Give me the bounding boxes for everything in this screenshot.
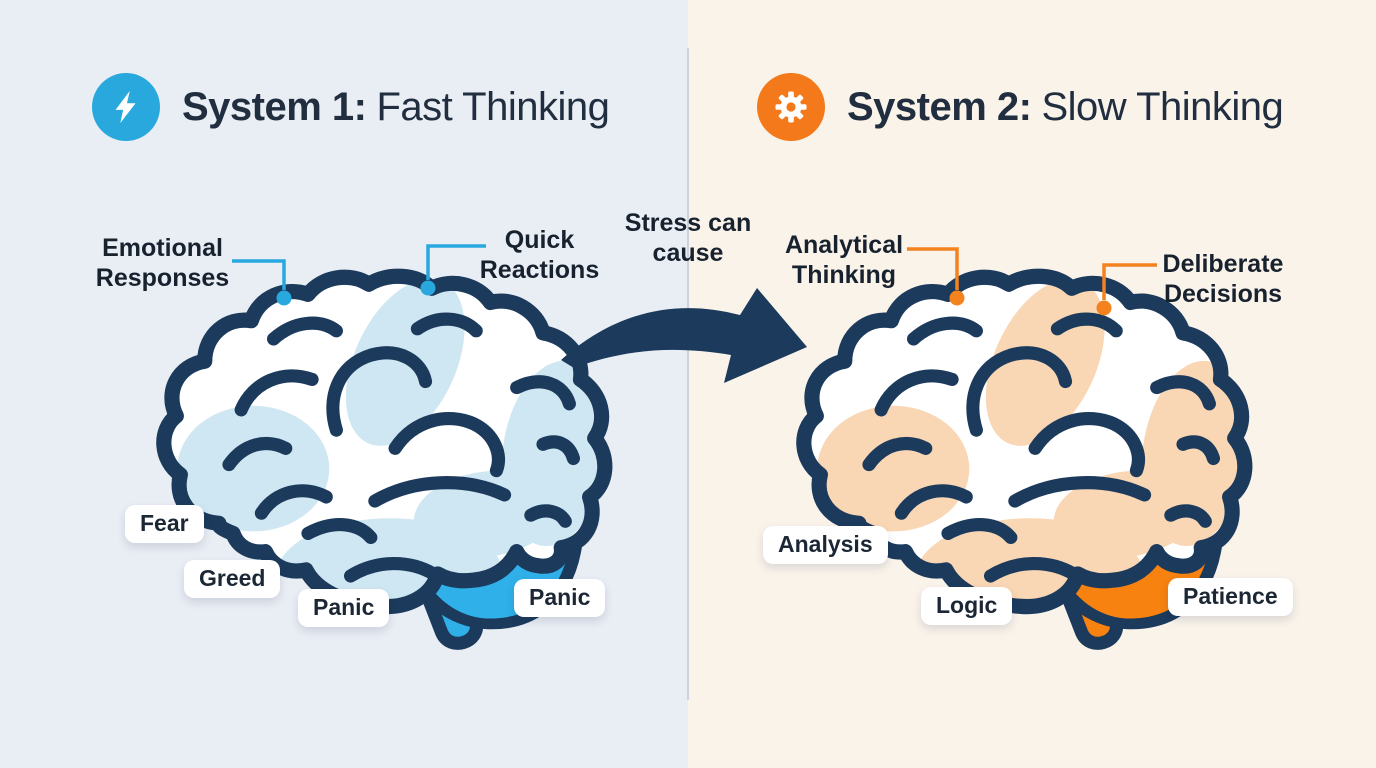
system1-title-text: Fast Thinking — [376, 84, 610, 129]
tag-greed: Greed — [184, 560, 281, 598]
quick-reactions-label: Quick Reactions — [457, 225, 622, 285]
label-line: Analytical — [784, 231, 904, 259]
label-line: Thinking — [791, 261, 897, 289]
tag-panic-right: Panic — [514, 579, 606, 617]
label-line: Quick — [504, 226, 575, 254]
system2-title-text: Slow Thinking — [1041, 84, 1284, 129]
label-line: Stress can — [624, 209, 752, 237]
panel-divider — [687, 48, 689, 700]
system2-title: System 2:Slow Thinking — [847, 84, 1284, 130]
tag-panic-left: Panic — [298, 589, 390, 627]
lightning-icon — [92, 73, 160, 141]
system2-header: System 2:Slow Thinking — [757, 73, 1284, 141]
label-line: cause — [652, 239, 724, 267]
system1-title: System 1:Fast Thinking — [182, 84, 610, 130]
stress-can-cause-label: Stress can cause — [597, 208, 779, 268]
system1-title-prefix: System 1: — [182, 84, 367, 129]
system2-title-prefix: System 2: — [847, 84, 1032, 129]
deliberate-decisions-label: Deliberate Decisions — [1128, 249, 1318, 309]
label-line: Responses — [95, 264, 230, 292]
label-line: Reactions — [479, 256, 600, 284]
analytical-thinking-label: Analytical Thinking — [753, 230, 935, 290]
emotional-responses-label: Emotional Responses — [55, 233, 270, 293]
label-line: Decisions — [1163, 280, 1283, 308]
system1-header: System 1:Fast Thinking — [92, 73, 610, 141]
label-line: Emotional — [102, 234, 223, 262]
label-line: Deliberate — [1162, 250, 1284, 278]
tag-fear: Fear — [125, 505, 204, 543]
tag-analysis: Analysis — [763, 526, 888, 564]
tag-patience: Patience — [1168, 578, 1293, 616]
gear-icon — [757, 73, 825, 141]
tag-logic: Logic — [921, 587, 1013, 625]
